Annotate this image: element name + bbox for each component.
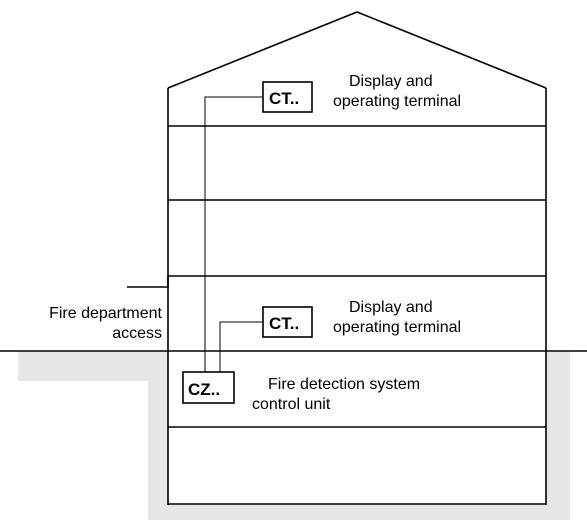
access-step (127, 276, 169, 288)
upper-terminal-box (262, 81, 313, 113)
upper-terminal-code: CT.. (269, 89, 299, 108)
upper-terminal-label-line2: operating terminal (333, 93, 461, 110)
ground-right-wall (546, 351, 570, 520)
building-outline (0, 11, 587, 505)
ground-bottom (148, 504, 570, 520)
wire-lower-terminal (219, 321, 263, 372)
control-unit-box (182, 371, 235, 404)
lower-terminal-box (262, 306, 313, 338)
upper-terminal: CT.. Display and operating terminal (262, 73, 461, 113)
wiring (204, 96, 263, 372)
ground-left-wall (148, 351, 168, 520)
lower-terminal-label-line2: operating terminal (333, 319, 461, 336)
control-unit: CZ.. Fire detection system control unit (182, 371, 420, 413)
control-unit-label-line1: Fire detection system (268, 376, 420, 393)
access-label-line2: access (112, 325, 162, 342)
ground-fill (18, 351, 570, 520)
lower-terminal-label-line1: Display and (349, 299, 433, 316)
lower-terminal: CT.. Display and operating terminal (262, 299, 461, 338)
control-unit-label-line2: control unit (252, 396, 331, 413)
fire-department-access: Fire department access (49, 305, 162, 342)
control-unit-code: CZ.. (188, 380, 220, 399)
access-label-line1: Fire department (49, 305, 162, 322)
lower-terminal-code: CT.. (269, 314, 299, 333)
ground-left (18, 351, 148, 381)
wire-upper-terminal (204, 96, 263, 372)
upper-terminal-label-line1: Display and (349, 73, 433, 90)
roof (167, 11, 547, 89)
